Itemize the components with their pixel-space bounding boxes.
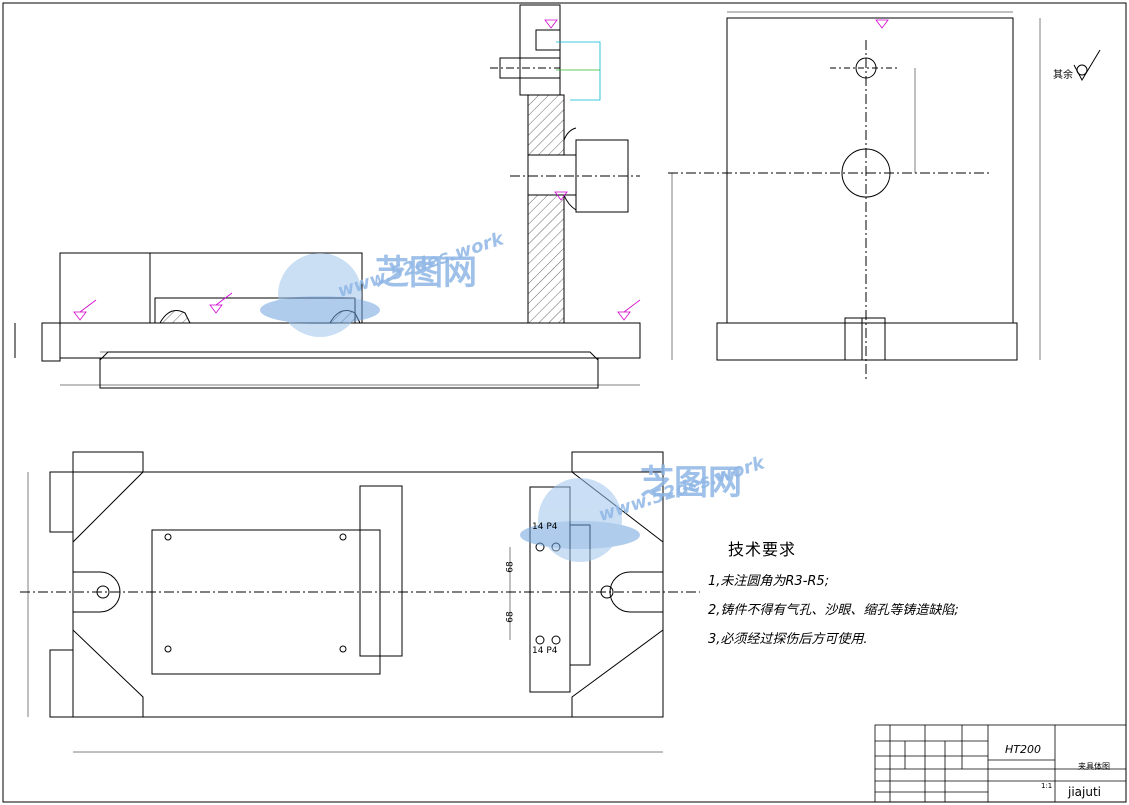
dim-hole-spacing-bottom: 14 P4 [532, 646, 558, 656]
title-block-drawing-name: 夹具体图 [1078, 762, 1110, 771]
general-finish-symbol [1073, 49, 1101, 82]
general-finish-label: 其余 [1053, 70, 1073, 81]
dim-vertical-lower: 68 [505, 611, 516, 623]
watermark-globe-2 [520, 478, 640, 562]
side-view [668, 11, 1041, 380]
title-block-code: jiajuti [1068, 785, 1101, 799]
watermark-globe-1 [260, 253, 380, 337]
roughness-marks [73, 19, 889, 321]
title-block-scale: 1:1 [1041, 782, 1053, 790]
tech-req-title: 技术要求 [728, 540, 797, 559]
watermark-brand-2: 芝图网 [640, 463, 742, 503]
tech-req-item-3: 3,必须经过探伤后方可使用. [708, 632, 868, 647]
watermark-brand-1: 芝图网 [375, 253, 477, 293]
technical-requirements: 技术要求 1,未注圆角为R3-R5; 2,铸件不得有气孔、沙眼、缩孔等铸造缺陷;… [708, 536, 959, 647]
title-block-material: HT200 [1005, 743, 1041, 756]
tech-req-item-2: 2,铸件不得有气孔、沙眼、缩孔等铸造缺陷; [708, 603, 959, 618]
dim-hole-spacing-top: 14 P4 [532, 522, 558, 532]
dim-vertical-upper: 68 [505, 561, 516, 573]
title-block [874, 724, 1127, 803]
tech-req-item-1: 1,未注圆角为R3-R5; [708, 574, 830, 589]
bolt-detail-annotation [556, 41, 601, 101]
top-view [20, 451, 700, 753]
